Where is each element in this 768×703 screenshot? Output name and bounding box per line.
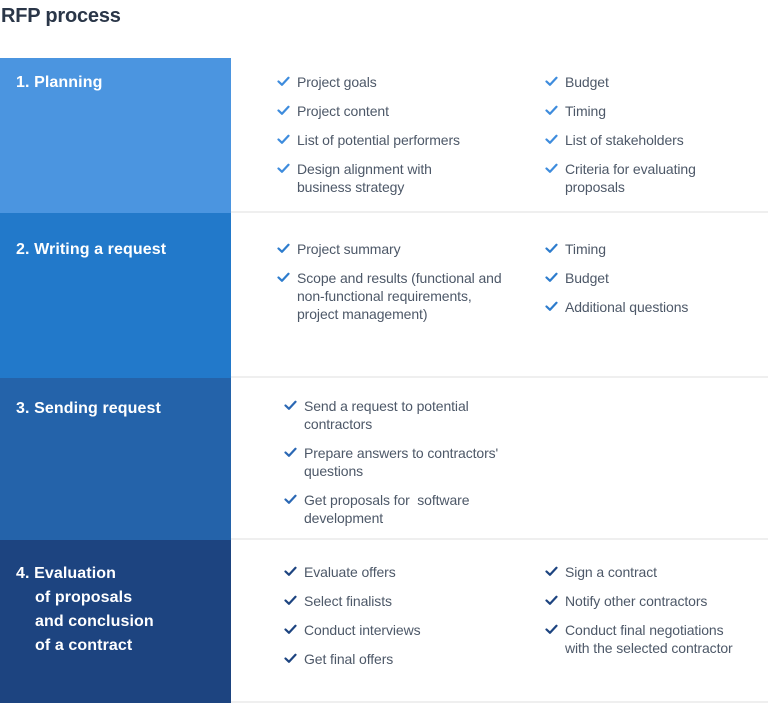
checklist-item: Project content [277,102,545,120]
checklist-item: Additional questions [545,298,768,316]
checklist-item: Select finalists [284,592,545,610]
checklist-item: Send a request to potential contractors [284,397,498,433]
stage-label: 1. Planning [16,74,103,91]
checklist-area: Evaluate offers Select finalists Conduct… [231,540,768,703]
page-title: RFP process [1,5,121,27]
item-text: Get proposals for software development [304,492,470,526]
item-text: Budget [565,74,609,90]
stage-block-3: 3. Sending request [0,378,231,540]
process-row-sending-request: 3. Sending request Send a request to pot… [0,378,768,540]
stage-block-1: 1. Planning [0,58,231,213]
stage-label: 2. Writing a request [16,241,167,258]
check-icon [545,595,558,606]
check-icon [284,653,297,664]
checklist-item: Notify other contractors [545,592,768,610]
item-text: Project summary [297,241,401,257]
item-text: Budget [565,270,609,286]
check-icon [284,624,297,635]
checklist-area: Send a request to potential contractors … [231,378,768,540]
check-icon [277,76,290,87]
check-icon [545,624,558,635]
check-icon [277,134,290,145]
check-icon [545,76,558,87]
check-icon [284,566,297,577]
item-text: Sign a contract [565,564,657,580]
checklist-item: Sign a contract [545,563,768,581]
checklist-column: Timing Budget Additional questions [545,240,768,327]
item-text: Criteria for evaluating proposals [565,161,696,195]
item-text: Design alignment with business strategy [297,161,432,195]
item-text: List of potential performers [297,132,460,148]
process-row-planning: 1. Planning Project goals Project conten… [0,58,768,213]
checklist-item: Budget [545,73,768,91]
check-icon [545,272,558,283]
item-text: Timing [565,103,606,119]
item-text: Send a request to potential contractors [304,398,469,432]
check-icon [284,447,297,458]
stage-block-4: 4. Evaluation of proposals and conclusio… [0,540,231,703]
checklist-column: Project summary Scope and results (funct… [277,240,545,334]
checklist-item: Budget [545,269,768,287]
check-icon [277,272,290,283]
item-text: Prepare answers to contractors' question… [304,445,499,479]
checklist-item: Get proposals for software development [284,491,498,527]
item-text: Get final offers [304,651,394,667]
checklist-item: Evaluate offers [284,563,545,581]
checklist-item: List of potential performers [277,131,545,149]
checklist-item: Prepare answers to contractors' question… [284,444,498,480]
checklist-item: Timing [545,102,768,120]
item-text: Scope and results (functional and non-fu… [297,270,502,322]
item-text: Conduct interviews [304,622,421,638]
checklist-item: Conduct final negotiations with the sele… [545,621,768,657]
process-row-writing-request: 2. Writing a request Project summary Sco… [0,213,768,378]
checklist-column: Send a request to potential contractors … [284,397,498,538]
checklist-item: Design alignment with business strategy [277,160,545,196]
checklist-area: Project goals Project content List of po… [231,58,768,213]
check-icon [284,595,297,606]
checklist-item: Conduct interviews [284,621,545,639]
checklist-item: Scope and results (functional and non-fu… [277,269,545,323]
item-text: Conduct final negotiations with the sele… [565,622,733,656]
process-row-evaluation: 4. Evaluation of proposals and conclusio… [0,540,768,703]
check-icon [277,105,290,116]
item-text: Evaluate offers [304,564,396,580]
stage-block-2: 2. Writing a request [0,213,231,378]
check-icon [277,163,290,174]
item-text: Notify other contractors [565,593,708,609]
check-icon [545,105,558,116]
check-icon [545,163,558,174]
item-text: Timing [565,241,606,257]
item-text: Additional questions [565,299,689,315]
stage-label: 4. Evaluation of proposals and conclusio… [16,565,154,654]
check-icon [545,301,558,312]
checklist-item: Timing [545,240,768,258]
checklist-item: Project summary [277,240,545,258]
item-text: Select finalists [304,593,392,609]
checklist-item: Get final offers [284,650,545,668]
checklist-area: Project summary Scope and results (funct… [231,213,768,378]
check-icon [284,494,297,505]
stage-label: 3. Sending request [16,400,161,417]
item-text: Project content [297,103,389,119]
check-icon [545,566,558,577]
item-text: Project goals [297,74,377,90]
process-table: 1. Planning Project goals Project conten… [0,58,768,703]
checklist-column: Budget Timing List of stakeholders Crite… [545,73,768,207]
checklist-item: Project goals [277,73,545,91]
check-icon [284,400,297,411]
check-icon [545,243,558,254]
check-icon [545,134,558,145]
checklist-column: Project goals Project content List of po… [277,73,545,207]
checklist-column: Sign a contract Notify other contractors… [545,563,768,668]
checklist-column: Evaluate offers Select finalists Conduct… [284,563,545,679]
check-icon [277,243,290,254]
checklist-item: List of stakeholders [545,131,768,149]
checklist-item: Criteria for evaluating proposals [545,160,768,196]
item-text: List of stakeholders [565,132,684,148]
